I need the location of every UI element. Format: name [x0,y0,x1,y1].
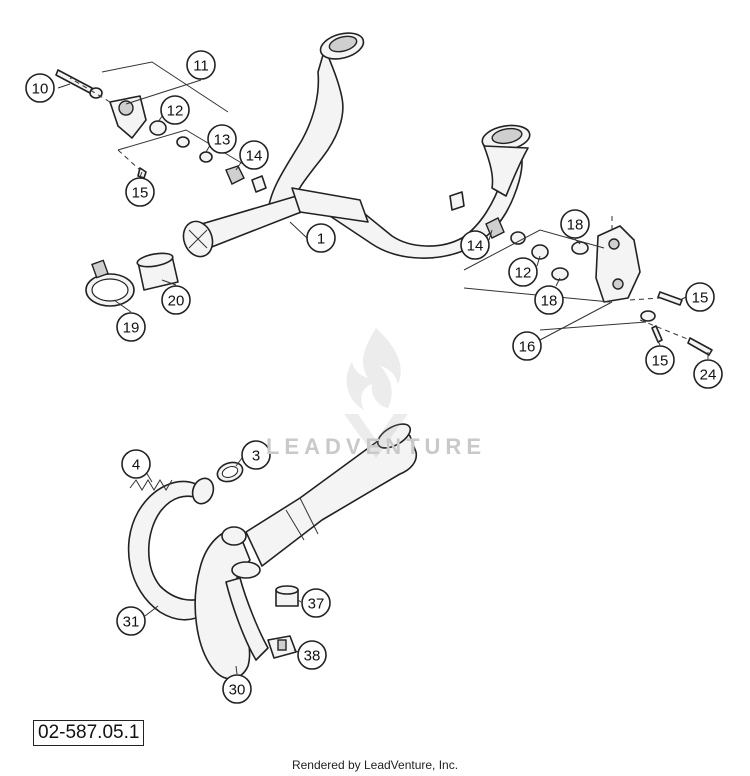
callout-30[interactable]: 30 [222,674,252,704]
screw-15-right-upper [657,291,683,306]
callout-circle [693,359,723,389]
callout-label: 4 [132,457,140,474]
callout-circle [121,449,151,479]
callout-circle [25,73,55,103]
callout-15[interactable]: 15 [125,177,155,207]
clip-nut-14-left [225,165,245,185]
callout-label: 38 [304,648,321,665]
gasket-3 [216,461,244,483]
callout-label: 24 [700,367,717,384]
callout-circle [239,140,269,170]
callout-18[interactable]: 18 [560,209,590,239]
callout-circle [222,674,252,704]
callout-label: 10 [32,81,49,98]
washer-right-lower [640,310,656,322]
callout-37[interactable]: 37 [301,588,331,618]
callout-circle [116,312,146,342]
callout-circle [534,285,564,315]
callout-label: 30 [229,682,246,699]
callout-18[interactable]: 18 [534,285,564,315]
callout-label: 18 [541,293,558,310]
callout-label: 12 [167,103,184,120]
grommet-left [149,120,167,136]
clamp-19 [85,259,135,307]
callout-circle [560,209,590,239]
callout-circle [301,588,331,618]
callout-4[interactable]: 4 [121,449,151,479]
callout-circle [685,282,715,312]
washer-right [510,231,526,245]
bolt-24 [687,337,713,356]
callout-label: 19 [123,320,140,337]
callout-circle [512,331,542,361]
bracket-16 [595,225,641,303]
callout-circle [160,95,190,125]
callout-circle [186,50,216,80]
callout-label: 20 [168,293,185,310]
callout-label: 18 [567,217,584,234]
callout-label: 31 [123,614,140,631]
grommet-18-lower [551,267,569,281]
callout-15[interactable]: 15 [645,345,675,375]
callout-31[interactable]: 31 [116,606,146,636]
callout-24[interactable]: 24 [693,359,723,389]
callout-15[interactable]: 15 [685,282,715,312]
callout-11[interactable]: 11 [186,50,216,80]
callout-label: 37 [308,596,325,613]
clamp-band [231,561,261,579]
callout-1[interactable]: 1 [306,223,336,253]
washer-left [176,136,190,148]
callout-circle [297,640,327,670]
callout-label: 15 [652,353,669,370]
grommet-12-right [531,244,549,260]
callout-circle [241,440,271,470]
y-pipe-part [182,32,531,259]
diagram-code-label: 02-587.05.1 [33,720,145,746]
bolt-10 [55,69,103,99]
callout-circle [207,124,237,154]
sleeve-20 [136,252,179,291]
callout-circle [161,285,191,315]
spring-4 [129,479,173,491]
callout-38[interactable]: 38 [297,640,327,670]
grommet-18-upper [571,241,589,255]
callout-19[interactable]: 19 [116,312,146,342]
callout-label: 13 [214,132,231,149]
callout-14[interactable]: 14 [460,230,490,260]
callout-label: 12 [515,265,532,282]
callout-label: 14 [467,238,484,255]
callout-13[interactable]: 13 [207,124,237,154]
callout-10[interactable]: 10 [25,73,55,103]
callout-circle [645,345,675,375]
sleeve-37 [275,585,299,607]
callout-12[interactable]: 12 [508,257,538,287]
callout-20[interactable]: 20 [161,285,191,315]
clamp-38 [267,635,297,659]
hanger-bracket-left [109,95,147,139]
callout-label: 14 [246,148,263,165]
clip-nut-14-right [485,217,505,239]
callout-circle [116,606,146,636]
callout-12[interactable]: 12 [160,95,190,125]
collector-pipe [245,423,418,567]
callout-circle [125,177,155,207]
callout-14[interactable]: 14 [239,140,269,170]
callout-label: 16 [519,339,536,356]
callout-label: 11 [193,58,209,75]
callout-label: 1 [317,231,325,248]
render-credit: Rendered by LeadVenture, Inc. [291,758,459,772]
callout-circle [306,223,336,253]
callout-circle [508,257,538,287]
callout-label: 15 [692,290,709,307]
callout-label: 15 [132,185,149,202]
callout-3[interactable]: 3 [241,440,271,470]
leadventure-watermark-icon [344,328,408,458]
callout-16[interactable]: 16 [512,331,542,361]
watermark-text: LEADVENTURE [265,434,486,459]
callout-circle [460,230,490,260]
washer-13 [199,151,213,163]
callout-label: 3 [252,448,260,465]
